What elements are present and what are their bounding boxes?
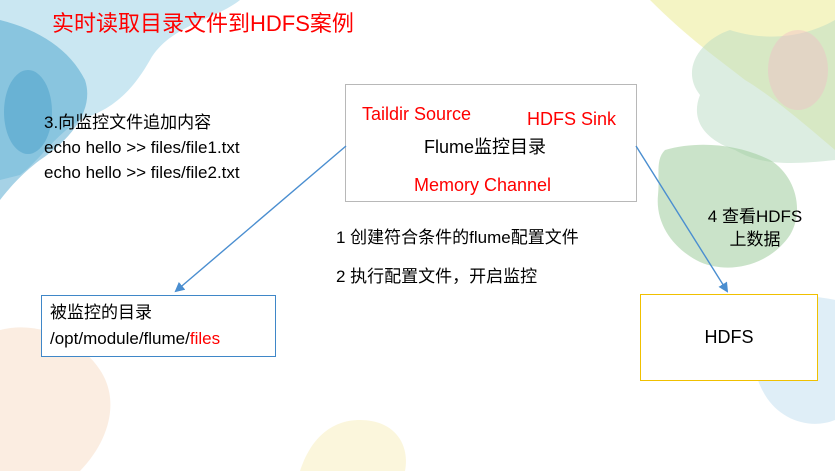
monitored-directory-path: /opt/module/flume/files — [50, 326, 275, 352]
splash-top-left-deep — [0, 20, 88, 200]
arrow-flume-to-hdfs — [635, 145, 729, 293]
flume-agent-box — [345, 84, 637, 202]
step4-check-hdfs: 4 查看HDFS 上数据 — [690, 205, 820, 251]
memory-channel-label: Memory Channel — [414, 175, 552, 195]
page-title: 实时读取目录文件到HDFS案例 — [52, 11, 354, 36]
splash-bottom-left — [0, 327, 111, 471]
hdfs-box: HDFS — [640, 294, 818, 381]
step3-heading: 3.向监控文件追加内容 — [44, 113, 212, 132]
taildir-source-label: Taildir Source — [362, 104, 472, 124]
monitored-directory-label: 被监控的目录 — [50, 303, 152, 322]
flume-monitor-label: Flume监控目录 — [424, 137, 547, 157]
step2-run-config: 2 执行配置文件，开启监控 — [336, 267, 538, 286]
hdfs-label: HDFS — [704, 327, 754, 347]
splash-bottom-mid — [300, 420, 406, 471]
arrow-flume-to-directory — [174, 145, 347, 293]
step4-line-2: 上数据 — [729, 230, 781, 249]
splash-right-green — [691, 20, 835, 163]
splash-right-pink — [768, 30, 828, 110]
step4-line-1: 4 查看HDFS — [707, 207, 803, 226]
path-highlight: files — [189, 329, 221, 348]
step1-create-config: 1 创建符合条件的flume配置文件 — [336, 228, 579, 247]
splash-top-left — [0, 0, 240, 180]
hdfs-sink-label: HDFS Sink — [527, 109, 617, 129]
splash-left-drop — [4, 70, 52, 154]
step3-command-1: echo hello >> files/file1.txt — [44, 138, 240, 157]
monitored-directory-box: 被监控的目录 /opt/module/flume/files — [41, 295, 276, 357]
path-prefix: /opt/module/flume/ — [50, 329, 190, 348]
step3-command-2: echo hello >> files/file2.txt — [44, 163, 240, 182]
step3-append-content: 3.向监控文件追加内容 echo hello >> files/file1.tx… — [44, 110, 240, 185]
